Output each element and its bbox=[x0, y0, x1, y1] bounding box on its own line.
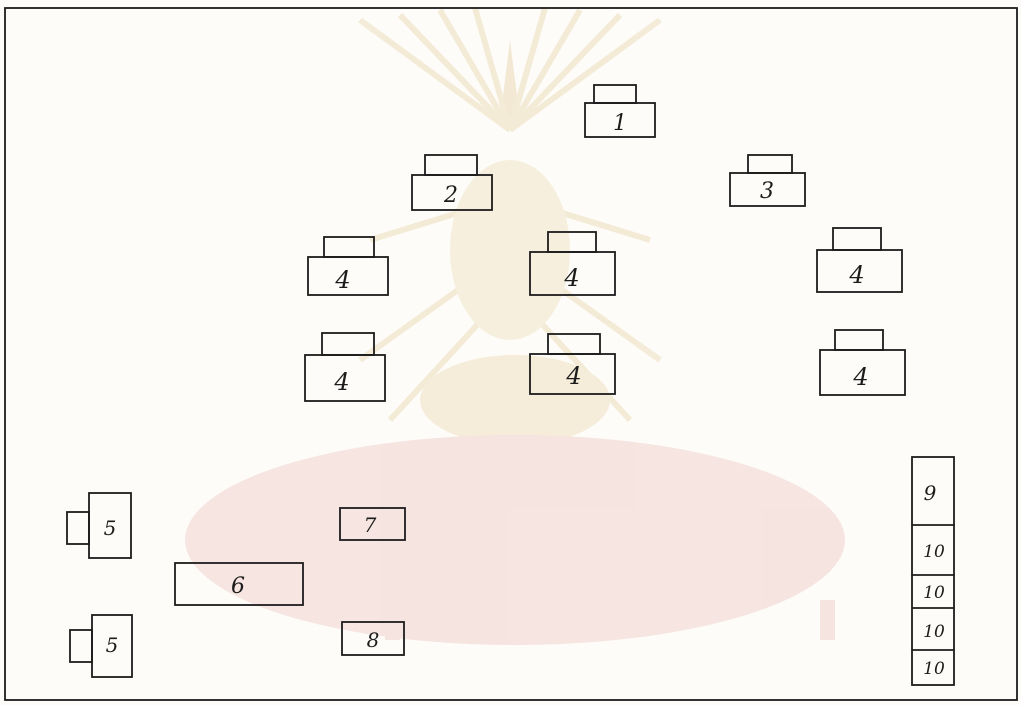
cabinet-10b-label: 10 bbox=[923, 583, 945, 603]
item-7-label: 7 bbox=[364, 513, 377, 537]
cabinet-10c-label: 10 bbox=[923, 622, 945, 642]
desk-5b: 5 bbox=[69, 614, 133, 678]
desk-4b-label: 4 bbox=[563, 264, 579, 292]
seal-watermark bbox=[185, 7, 845, 645]
desk-4d-label: 4 bbox=[333, 368, 349, 396]
desk-4a-label: 4 bbox=[334, 266, 350, 294]
desk-4c-label: 4 bbox=[848, 261, 864, 289]
desk-5a-label: 5 bbox=[104, 516, 117, 540]
desk-2-label: 2 bbox=[443, 183, 458, 208]
desk-3-label: 3 bbox=[760, 179, 774, 204]
cabinet-10a-label: 10 bbox=[923, 542, 945, 562]
desk-4d: 4 bbox=[304, 332, 386, 402]
desk-4e-label: 4 bbox=[565, 362, 581, 390]
desk-1: 1 bbox=[584, 84, 656, 138]
cabinet-stack: 9 10 10 10 10 bbox=[911, 456, 955, 686]
cabinet-9-label: 9 bbox=[924, 481, 937, 505]
desk-3: 3 bbox=[729, 154, 806, 207]
item-8-label: 8 bbox=[367, 628, 380, 652]
desk-4c: 4 bbox=[816, 227, 903, 293]
desk-4f-label: 4 bbox=[852, 363, 868, 391]
table-6-label: 6 bbox=[231, 574, 245, 599]
desk-5b-label: 5 bbox=[106, 633, 119, 657]
table-6: 6 bbox=[174, 562, 304, 606]
cabinet-10d-label: 10 bbox=[923, 659, 945, 679]
desk-1-label: 1 bbox=[613, 111, 627, 136]
desk-4e: 4 bbox=[529, 333, 616, 395]
desk-5a: 5 bbox=[66, 492, 132, 559]
item-7: 7 bbox=[339, 507, 406, 541]
desk-4b: 4 bbox=[529, 231, 616, 296]
desk-4f: 4 bbox=[819, 329, 906, 396]
page-frame bbox=[4, 7, 1018, 701]
item-8: 8 bbox=[341, 621, 405, 656]
desk-4a: 4 bbox=[307, 236, 389, 296]
desk-2: 2 bbox=[411, 154, 493, 211]
